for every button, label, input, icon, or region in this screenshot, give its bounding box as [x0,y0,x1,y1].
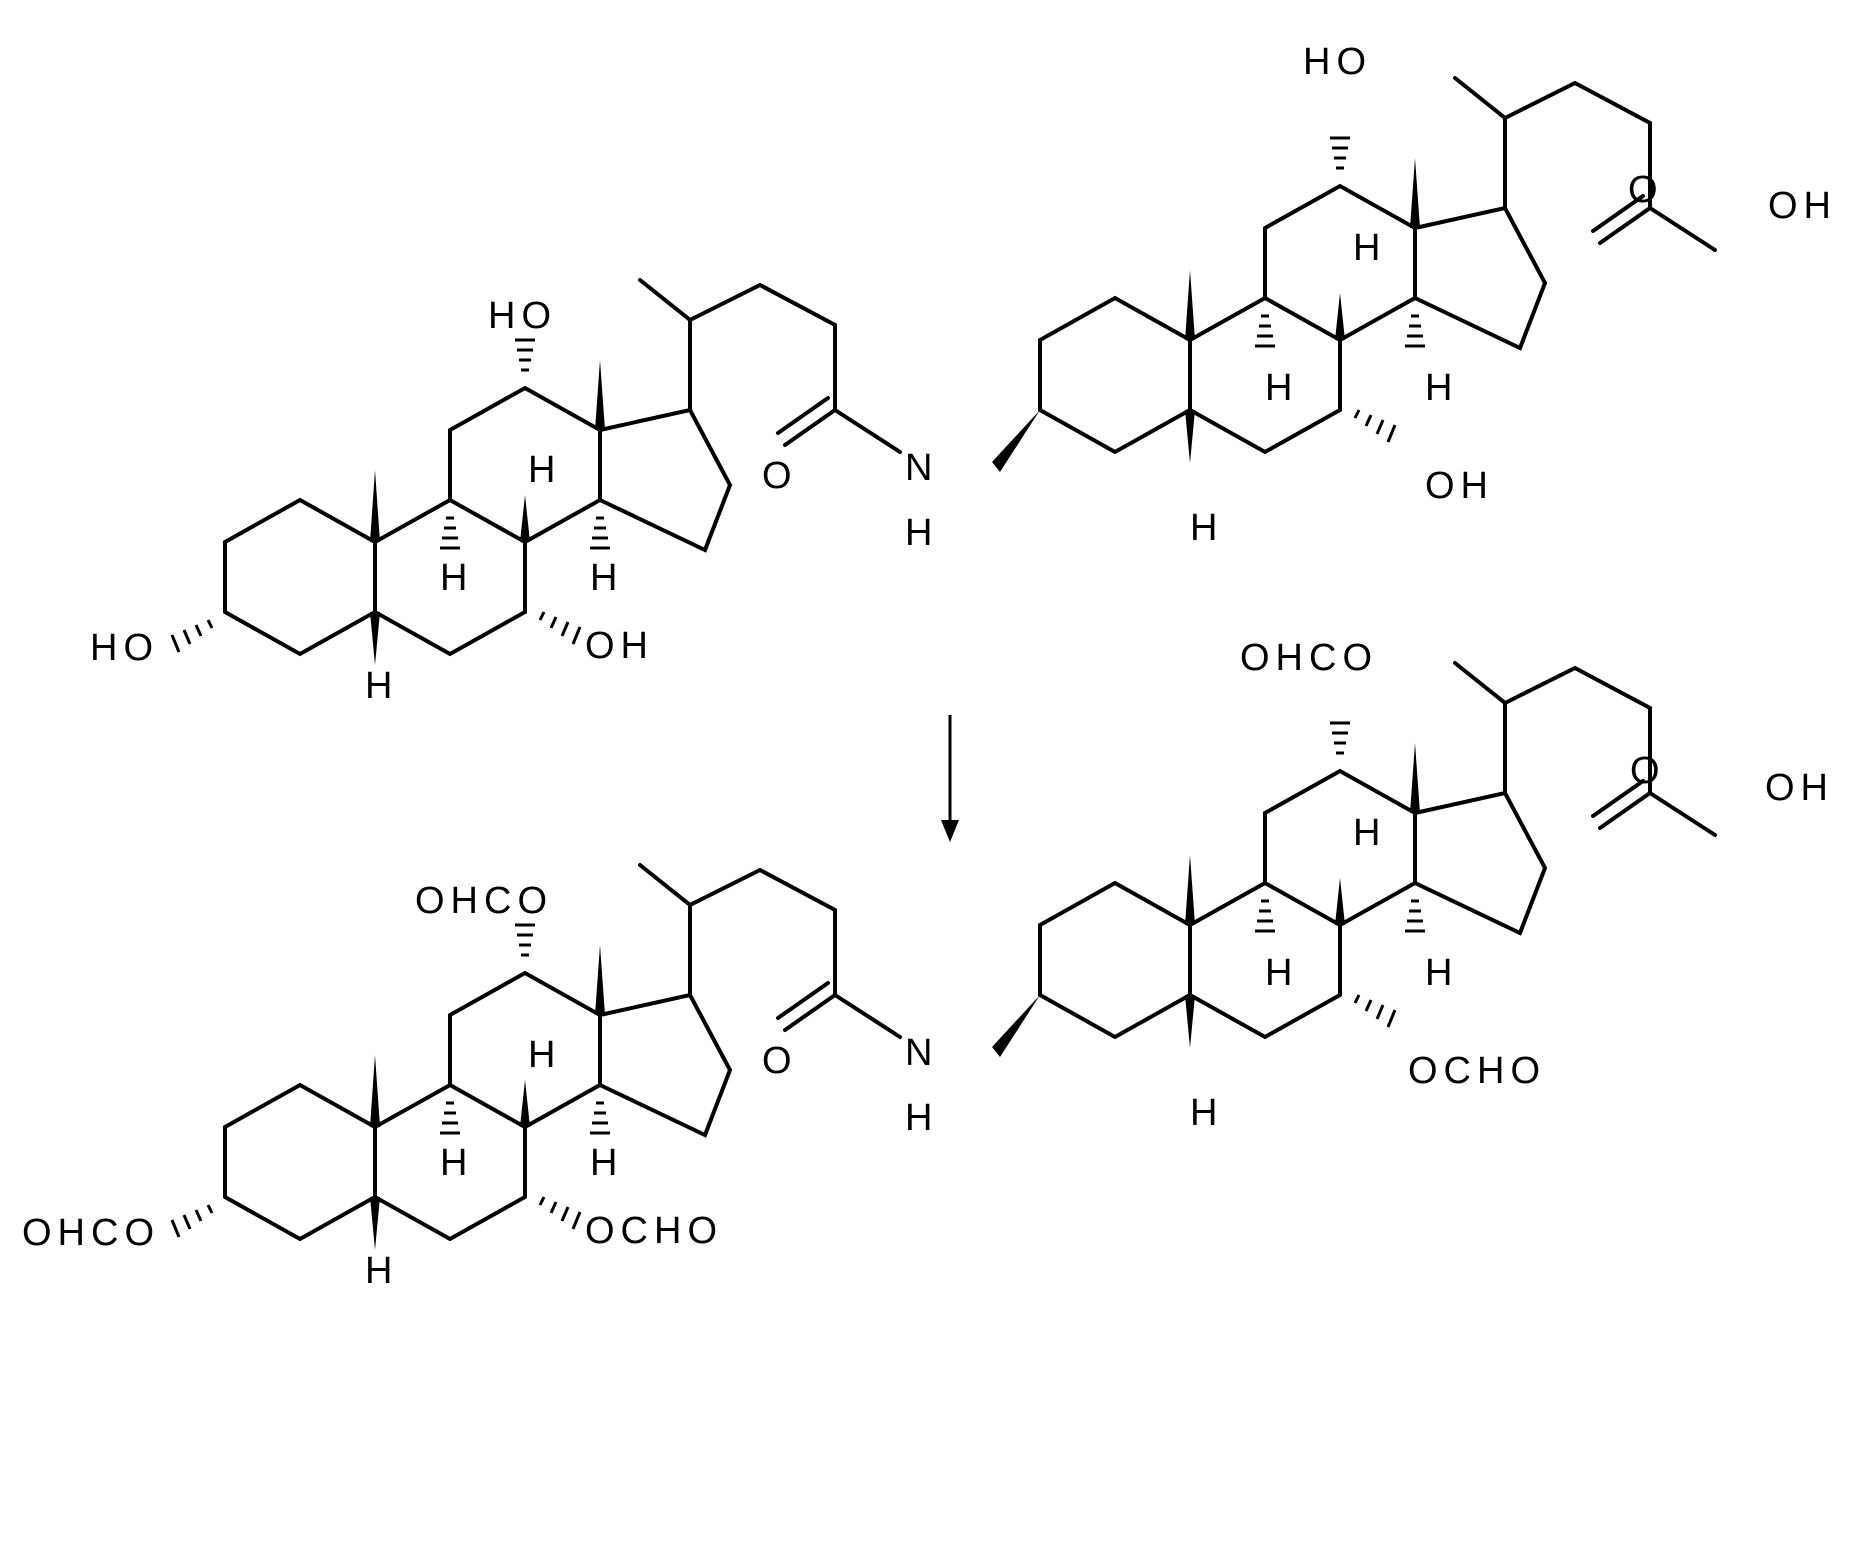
ll-skeleton-bonds [225,865,900,1239]
ll-c9-hydrogen-label: H [440,1142,473,1184]
ul-c3-hydroxyl-label: HO [90,627,159,669]
ul-c12-hydroxyl-label: HO [488,295,557,337]
ul-c7-hydroxyl-label: OH [585,625,654,667]
ul-c5-hydrogen-label: H [365,665,398,707]
ll-c3-formyloxy-label: OHCO [22,1212,160,1254]
lr-c5-hydrogen-label: H [1190,1092,1223,1134]
ur-c7-hydroxyl-label: OH [1425,465,1494,507]
ur-methyl-c13-wedge [1410,158,1420,228]
ul-h-c5-wedge [370,612,380,665]
ur-acid-hydroxyl-label: OH [1768,185,1837,227]
lr-c12-formyloxy-label: OHCO [1240,637,1378,679]
ul-amide-hydrogen-label: H [905,512,938,554]
ur-c5-hydrogen-label: H [1190,507,1223,549]
lr-c14-hydrogen-label: H [1425,952,1458,994]
ll-c8-hydrogen-label: H [528,1034,561,1076]
ll-c12-formyloxy-label: OHCO [415,880,553,922]
ll-amide-oxygen-label: O [762,1040,798,1082]
ul-skeleton-bonds [225,280,900,654]
lower-right-steroid: OHCO O OH H H H H OCHO [992,637,1834,1134]
ll-h-c5-wedge [370,1197,380,1250]
ll-c14-hydrogen-label: H [590,1142,623,1184]
reaction-arrow [941,715,959,842]
ur-h-c5-wedge [1185,410,1195,463]
ur-c8-hydrogen-label: H [1353,227,1386,269]
ll-methyl-c10-wedge [370,1055,380,1127]
ur-acid-carbonyl-oxygen-label: O [1628,169,1664,211]
ul-amide-nitrogen-label: N [905,447,938,489]
ul-c9-hydrogen-label: H [440,557,473,599]
ll-amide-hydrogen-label: H [905,1097,938,1139]
ur-n-c3-wedge [992,410,1040,472]
ll-h-c8-wedge [520,1080,530,1127]
ur-c12-hydroxyl-label: HO [1303,41,1372,83]
ll-hash-bonds [172,925,610,1237]
lr-methyl-c10-wedge [1185,855,1195,925]
lower-left-steroid: OHCO H H H H OHCO OCHO O N H [22,865,938,1292]
ul-h-c8-wedge [520,495,530,542]
ur-c9-hydrogen-label: H [1265,367,1298,409]
ur-methyl-c10-wedge [1185,270,1195,340]
lr-acid-carbonyl-oxygen-label: O [1630,750,1666,792]
ll-methyl-c13-wedge [595,945,605,1015]
ul-c14-hydrogen-label: H [590,557,623,599]
ul-hash-bonds [172,340,610,652]
lr-c8-hydrogen-label: H [1353,812,1386,854]
ul-c8-hydrogen-label: H [528,449,561,491]
ll-c7-formyloxy-label: OCHO [585,1210,723,1252]
ll-amide-nitrogen-label: N [905,1032,938,1074]
lr-methyl-c13-wedge [1410,743,1420,813]
upper-right-steroid: HO O OH H H H H OH [992,41,1837,549]
lr-c9-hydrogen-label: H [1265,952,1298,994]
ul-methyl-c10-wedge [370,470,380,542]
ul-amide-oxygen-label: O [762,455,798,497]
lr-h-c8-wedge [1335,878,1345,925]
upper-left-steroid: HO H H H H HO OH O N H [90,280,938,707]
ll-c5-hydrogen-label: H [365,1250,398,1292]
lr-acid-hydroxyl-label: OH [1765,767,1834,809]
ur-c14-hydrogen-label: H [1425,367,1458,409]
ur-h-c8-wedge [1335,293,1345,340]
lr-n-c3-wedge [992,995,1040,1057]
lr-c7-formyloxy-label: OCHO [1408,1050,1546,1092]
lr-h-c5-wedge [1185,995,1195,1048]
ul-methyl-c13-wedge [595,360,605,430]
